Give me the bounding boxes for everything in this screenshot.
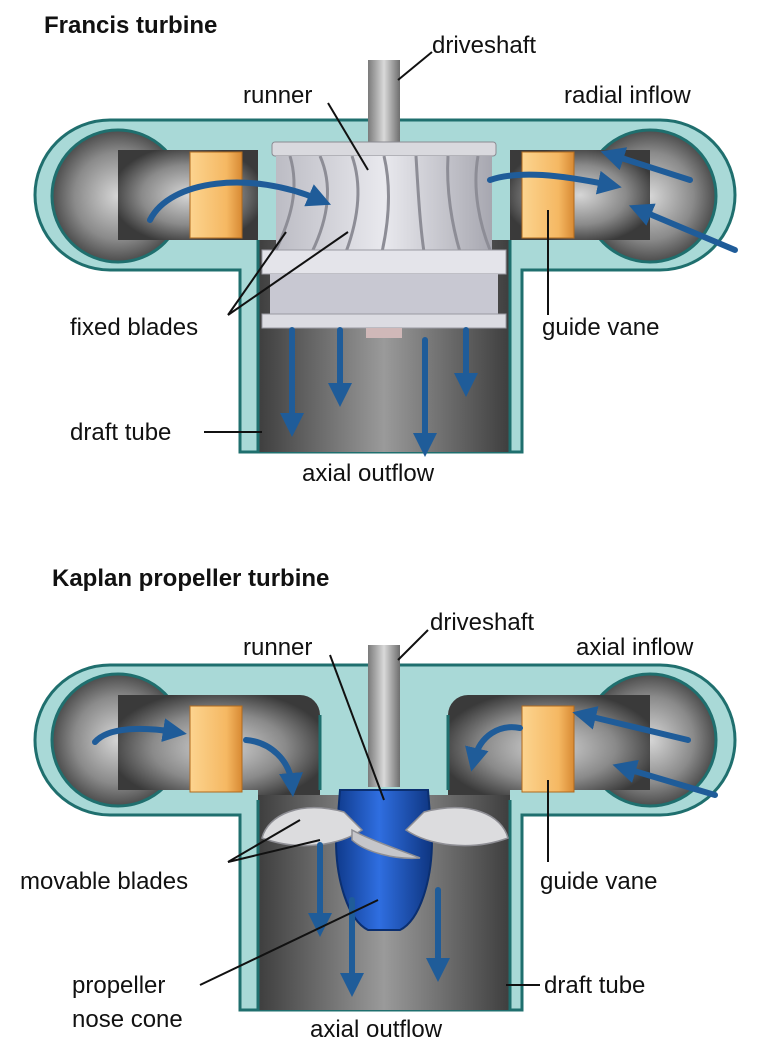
kaplan-label-runner: runner <box>243 634 312 661</box>
kaplan-label-driveshaft: driveshaft <box>430 609 534 636</box>
francis-section: Francis turbine <box>33 12 738 487</box>
francis-leader-lines <box>204 51 549 433</box>
kaplan-section: Kaplan propeller turbine <box>20 565 737 1043</box>
kaplan-driveshaft <box>368 645 400 787</box>
kaplan-title: Kaplan propeller turbine <box>52 565 329 592</box>
francis-label-inflow: radial inflow <box>564 82 691 109</box>
francis-label-guide-vane: guide vane <box>542 314 659 341</box>
francis-label-fixed-blades: fixed blades <box>70 314 198 341</box>
francis-flow-arrows <box>147 147 738 457</box>
kaplan-hub <box>334 789 434 931</box>
francis-guide-vane-left <box>189 151 243 239</box>
kaplan-guide-vane-right <box>521 705 575 793</box>
francis-label-runner: runner <box>243 82 312 109</box>
kaplan-label-outflow: axial outflow <box>310 1016 443 1043</box>
kaplan-label-guide-vane: guide vane <box>540 868 657 895</box>
kaplan-label-propeller: propeller <box>72 972 165 999</box>
francis-label-draft-tube: draft tube <box>70 419 171 446</box>
kaplan-label-draft-tube: draft tube <box>544 972 645 999</box>
kaplan-label-movable-blades: movable blades <box>20 868 188 895</box>
francis-label-driveshaft: driveshaft <box>432 32 536 59</box>
kaplan-flow-arrows <box>92 706 718 997</box>
kaplan-label-nose-cone: nose cone <box>72 1006 183 1033</box>
francis-runner-plate <box>271 141 497 157</box>
kaplan-label-inflow: axial inflow <box>576 634 694 661</box>
kaplan-leader-lines <box>199 629 549 986</box>
francis-runner <box>274 155 492 253</box>
kaplan-guide-vane-left <box>189 705 243 793</box>
francis-title: Francis turbine <box>44 12 217 39</box>
kaplan-movable-blades <box>261 807 509 860</box>
francis-driveshaft <box>368 60 400 152</box>
francis-label-outflow: axial outflow <box>302 460 435 487</box>
